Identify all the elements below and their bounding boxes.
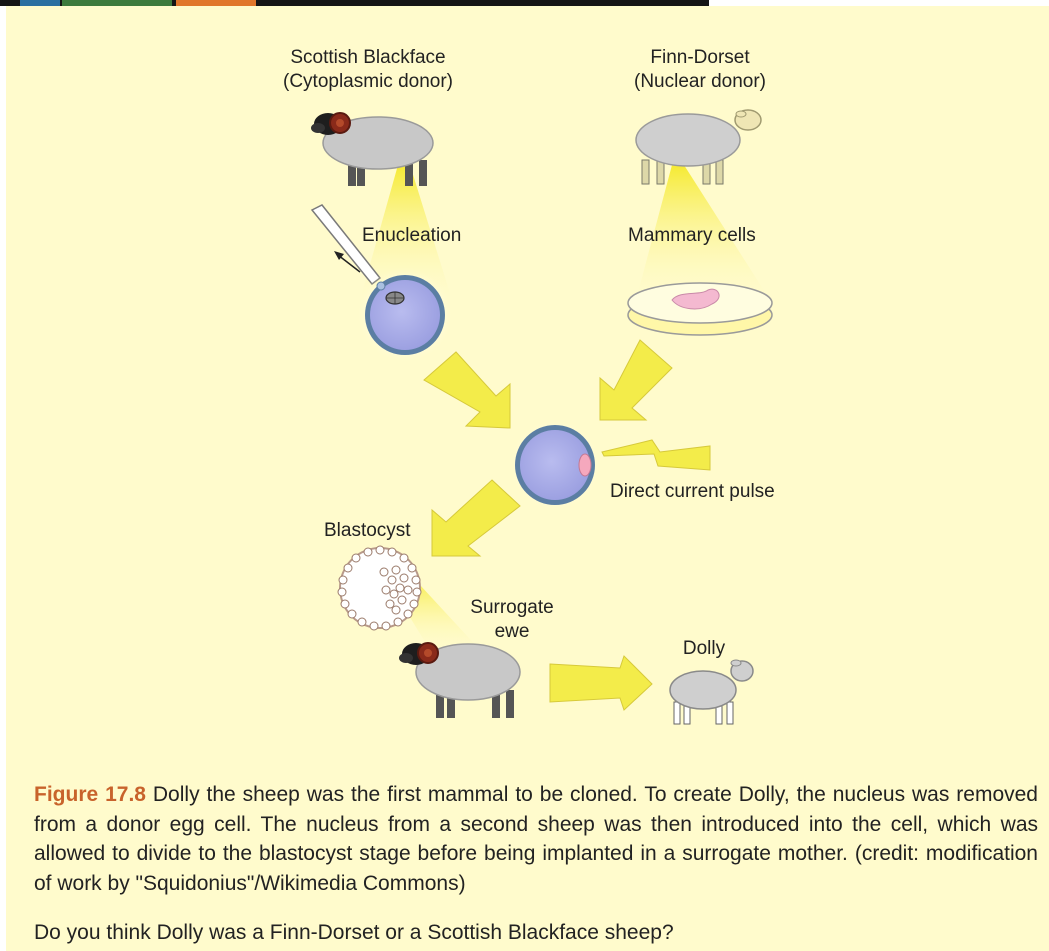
surrogate-ewe-sheep-icon xyxy=(399,643,520,718)
blastocyst-label: Blastocyst xyxy=(324,520,411,541)
arrow-fused-to-blastocyst xyxy=(432,480,520,556)
arrow-mammary-to-fused xyxy=(600,340,672,420)
scottish-blackface-label: Scottish Blackface xyxy=(290,47,445,68)
dolly-lamb-icon xyxy=(670,660,753,724)
arrow-surrogate-to-dolly xyxy=(550,656,652,710)
finn-dorset-sheep-icon xyxy=(636,110,761,184)
surrogate-label-line1: Surrogate xyxy=(470,597,553,618)
donor-egg-cell xyxy=(357,267,453,363)
figure-caption: Figure 17.8 Dolly the sheep was the firs… xyxy=(34,780,1038,898)
petri-dish-icon xyxy=(628,283,772,335)
lightning-bolt-icon xyxy=(602,440,710,470)
mammary-cells-label: Mammary cells xyxy=(628,225,756,246)
fused-egg-cell xyxy=(509,419,601,511)
enucleation-label: Enucleation xyxy=(362,225,461,246)
dolly-label: Dolly xyxy=(683,638,726,659)
surrogate-label-line2: ewe xyxy=(495,621,530,642)
review-question: Do you think Dolly was a Finn-Dorset or … xyxy=(34,921,674,945)
direct-current-pulse-label: Direct current pulse xyxy=(610,481,775,502)
nuclear-donor-label: (Nuclear donor) xyxy=(634,71,766,92)
cloning-diagram: Scottish Blackface (Cytoplasmic donor) F… xyxy=(6,6,1049,776)
figure-label: Figure 17.8 xyxy=(34,783,146,806)
arrow-enucleated-to-fused xyxy=(424,352,510,428)
blastocyst-icon xyxy=(338,546,421,630)
finn-dorset-label: Finn-Dorset xyxy=(650,47,750,68)
cytoplasmic-donor-label: (Cytoplasmic donor) xyxy=(283,71,453,92)
caption-text: Dolly the sheep was the first mammal to … xyxy=(34,783,1038,895)
donor-nucleus-icon xyxy=(579,454,591,476)
scottish-blackface-sheep-icon xyxy=(311,113,433,186)
